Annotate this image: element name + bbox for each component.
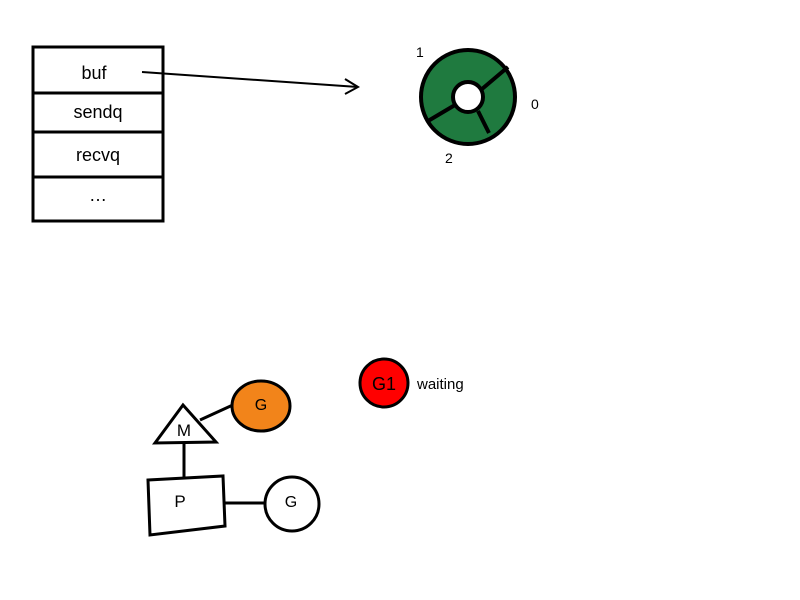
goroutine-g1-status: waiting (416, 376, 464, 393)
ring-buffer: 1 0 2 (416, 44, 539, 166)
machine-m-label: M (177, 421, 191, 440)
field-label-recvq: recvq (76, 145, 120, 165)
ring-buffer-hole (451, 80, 485, 114)
processor-p-box (146, 474, 227, 537)
blocked-goroutine: G1 waiting (358, 357, 464, 409)
field-label-more: … (89, 185, 107, 205)
ring-divider (480, 65, 510, 91)
hchan-struct: buf sendq recvq … (31, 45, 165, 223)
field-box-more (31, 175, 165, 223)
buf-pointer-arrow (141, 71, 361, 95)
ring-divider (426, 103, 457, 123)
local-goroutine-circle (263, 475, 321, 533)
goroutine-g1-label: G1 (372, 374, 396, 394)
goroutine-g1-circle (358, 357, 410, 409)
field-box-recvq (31, 130, 165, 179)
running-goroutine-label: G (255, 397, 267, 414)
running-goroutine-ellipse (230, 379, 292, 433)
m-to-running-g-link (199, 402, 236, 422)
local-goroutine-label: G (285, 494, 297, 511)
gmp-scheduler: M G P G (146, 379, 321, 537)
processor-p-label: P (174, 492, 185, 511)
field-label-buf: buf (81, 63, 107, 83)
ring-divider (476, 110, 491, 134)
field-label-sendq: sendq (73, 102, 122, 122)
ring-slot-label-2: 2 (445, 150, 453, 166)
ring-slot-label-1: 1 (416, 44, 424, 60)
machine-m-triangle (151, 402, 220, 445)
ring-slot-label-0: 0 (531, 96, 539, 112)
